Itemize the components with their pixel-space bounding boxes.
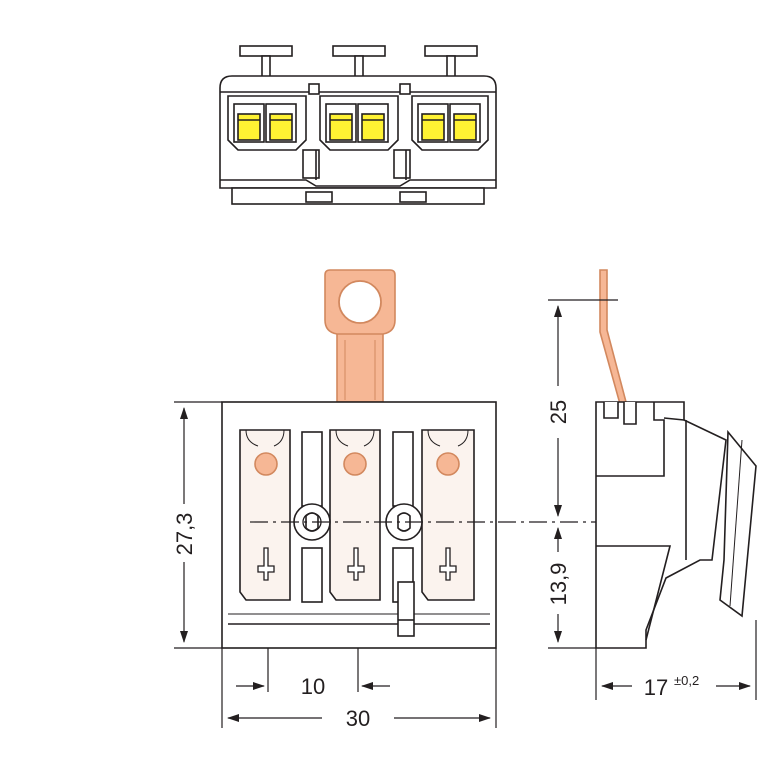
dim-height-front: 27,3 — [172, 513, 197, 556]
solder-tab — [324, 269, 396, 403]
dim-height-lower: 13,9 — [546, 563, 571, 606]
solder-tab-hole — [338, 280, 382, 324]
dim-pitch: 10 — [301, 674, 325, 699]
side-view-lever — [719, 429, 757, 618]
top-view-push-buttons — [239, 45, 478, 79]
front-view-channels — [239, 429, 475, 637]
side-view-solder-tab — [599, 269, 627, 406]
top-view — [219, 45, 497, 205]
dimension-lines — [174, 299, 757, 728]
dim-width: 30 — [346, 706, 370, 731]
dim-height-upper: 25 — [546, 400, 571, 424]
front-view-key-symbols — [257, 547, 457, 581]
side-view — [595, 269, 757, 649]
dim-depth: 17 — [644, 675, 668, 700]
front-view-contact-dots — [254, 452, 460, 476]
dim-depth-tolerance: ±0,2 — [674, 673, 699, 688]
side-view-housing — [595, 401, 727, 649]
top-view-indicator-windows — [233, 103, 481, 143]
front-view — [221, 269, 497, 692]
